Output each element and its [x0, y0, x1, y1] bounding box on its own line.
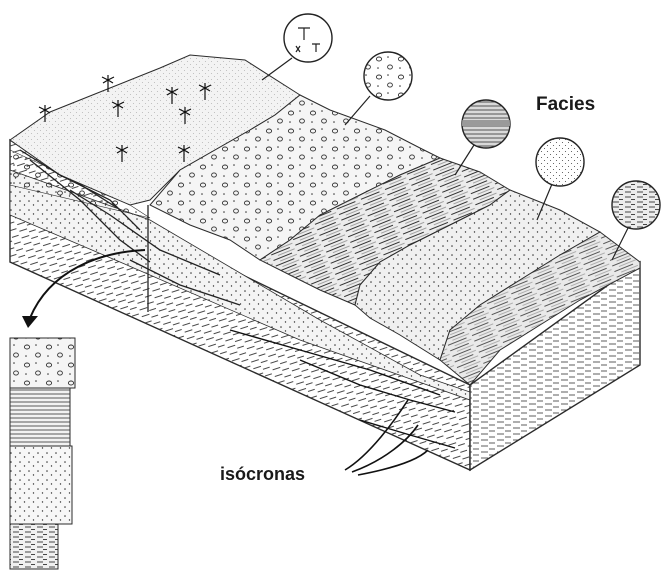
facies-circle-tidal-flat: [284, 14, 332, 62]
isochron-label: isócronas: [220, 464, 305, 484]
stratigraphic-column: [10, 338, 75, 569]
facies-label: Facies: [536, 94, 595, 115]
facies-circle-laminated-shale: [460, 98, 512, 150]
facies-circle-sand: [534, 136, 586, 188]
facies-circle-conglomerate: [362, 50, 414, 102]
facies-circle-mud: [610, 179, 662, 231]
